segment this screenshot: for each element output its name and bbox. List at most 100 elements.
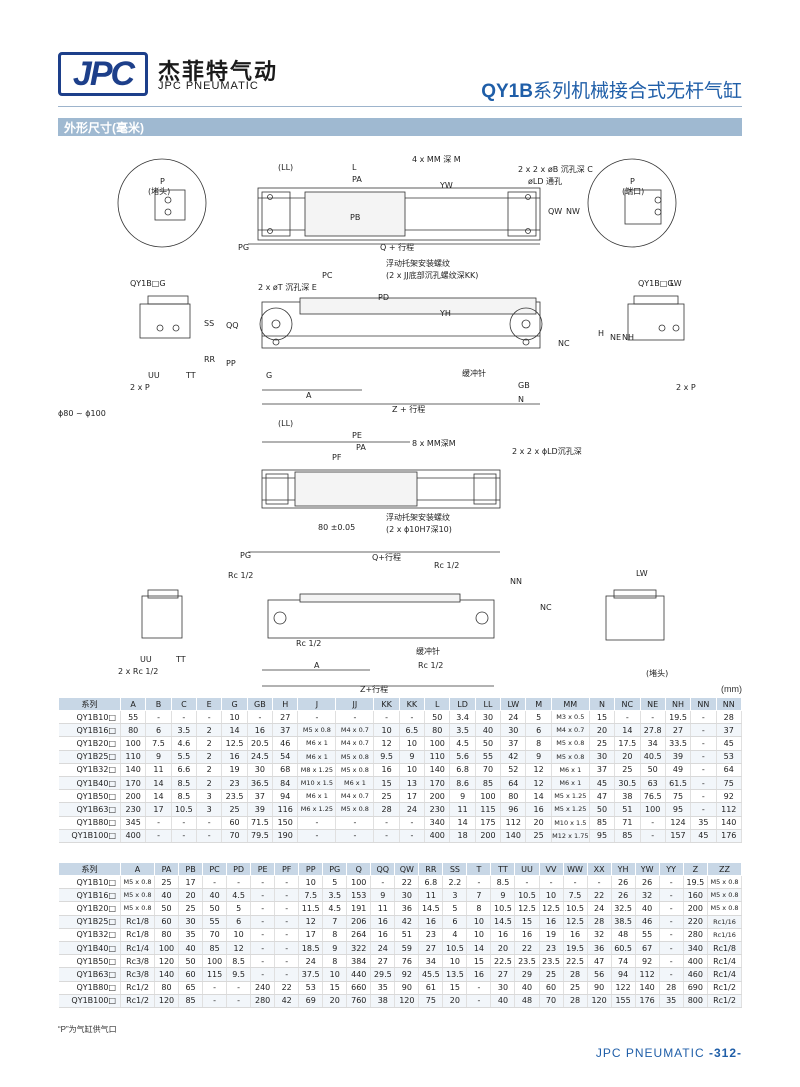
table-cell-model: QY1B80□ <box>58 816 121 830</box>
label-float-screw: 浮动托架安装螺纹 <box>386 258 450 268</box>
title-rest: 系列机械接合式无杆气缸 <box>532 81 742 102</box>
table-cell: 17 <box>145 802 172 817</box>
table-cell: 200 <box>683 901 709 916</box>
table-cell: 49 <box>665 763 692 777</box>
label-yh: YH <box>439 309 451 318</box>
table-cell: 20 <box>525 816 552 830</box>
table-cell: Rc1/8 <box>120 915 155 929</box>
table-cell: 230 <box>120 802 147 817</box>
table-cell: 30 <box>490 981 516 995</box>
table-cell: 280 <box>250 994 276 1008</box>
table-cell: 28 <box>716 710 743 725</box>
table-cell: 4 <box>442 928 468 942</box>
table-cell: M5 x 0.8 <box>335 750 375 764</box>
label-uu-large: UU <box>140 655 152 664</box>
table-cell: Rc1/2 <box>707 981 742 995</box>
table-cell: 42 <box>500 750 527 764</box>
column-header: PA <box>153 862 180 876</box>
column-header: NN <box>690 697 717 711</box>
table-cell: 14 <box>525 789 552 804</box>
table-cell: 9 <box>490 888 516 903</box>
label-nh: NH <box>622 333 634 342</box>
table-cell: 50 <box>178 954 204 969</box>
table-cell: 16 <box>490 928 516 942</box>
table-cell: 8.5 <box>490 875 516 890</box>
table-cell: - <box>171 829 198 843</box>
table-cell: - <box>297 829 337 843</box>
table-cell: 170 <box>120 776 147 791</box>
table-cell: 7.5 <box>563 888 588 903</box>
table-cell: 100 <box>475 789 502 804</box>
column-header: KK <box>373 697 400 711</box>
table-cell: 30 <box>394 888 420 903</box>
table-cell: - <box>640 816 666 830</box>
technical-drawing: (LL) L PA 4 x MM 深 M YW PB QW NW 2 x 2 x… <box>58 155 696 694</box>
table-cell: 11 <box>449 802 476 817</box>
table-cell: 760 <box>346 994 372 1008</box>
table-cell: 28 <box>373 802 400 817</box>
table-cell: 14.5 <box>418 901 444 916</box>
table-cell: - <box>659 901 684 916</box>
table-cell: - <box>690 776 717 791</box>
table-cell: 16 <box>247 723 274 738</box>
table-cell: 15 <box>442 981 468 995</box>
table-cell: 345 <box>120 816 147 830</box>
table-cell: 55 <box>475 750 502 764</box>
table-cell: 200 <box>424 789 451 804</box>
table-cell-model: QY1B40□ <box>58 776 121 791</box>
column-header: LW <box>500 697 527 711</box>
table-cell: 92 <box>635 954 660 969</box>
table-cell: 190 <box>272 829 299 843</box>
label-nc-large: NC <box>540 603 552 612</box>
table-cell: - <box>171 710 198 725</box>
column-header: UU <box>514 862 540 876</box>
column-header: YY <box>658 862 684 876</box>
table-cell: 25 <box>373 789 400 804</box>
table-cell: 200 <box>120 789 147 804</box>
table-cell: 28 <box>587 915 612 929</box>
label-qq: QQ <box>226 321 239 330</box>
table-cell: M5 x 0.8 <box>707 888 742 903</box>
table-cell: 10 <box>539 888 564 903</box>
table-cell: 17 <box>178 875 204 890</box>
table-cell: 10 <box>322 967 348 982</box>
table-cell: 20 <box>178 888 204 903</box>
table-cell-model: QY1B40□ <box>58 941 121 956</box>
table-cell: 53 <box>716 750 743 764</box>
table-cell: 120 <box>394 994 420 1008</box>
table-cell: - <box>226 981 252 995</box>
table-cell: 4.6 <box>171 736 198 751</box>
table-cell: 19 <box>539 928 564 942</box>
table-cell: 12 <box>373 736 400 751</box>
table-cell: - <box>250 915 276 929</box>
table-cell: 37 <box>589 763 616 777</box>
label-jj-screw: (2 x JJ底部沉孔螺纹深KK) <box>386 270 478 280</box>
table-cell: 70 <box>539 994 564 1008</box>
table-cell: 690 <box>683 981 709 995</box>
table-cell: 10 <box>466 915 492 929</box>
table-cell: 15 <box>322 981 348 995</box>
column-header: YH <box>610 862 636 876</box>
table-cell: 40 <box>475 723 502 738</box>
table-cell: - <box>202 994 228 1008</box>
table-cell: - <box>274 928 300 942</box>
label-h7: (2 x ϕ10H7深10) <box>386 525 452 534</box>
table-cell: 14.5 <box>490 915 516 929</box>
table-cell: 153 <box>346 888 372 903</box>
table-cell: 74 <box>611 954 636 969</box>
table-cell-model: QY1B20□ <box>58 736 121 751</box>
table-cell: 80 <box>424 723 451 738</box>
column-header: VV <box>538 862 564 876</box>
table-cell: 2.2 <box>442 875 468 890</box>
table-cell: 55 <box>635 928 660 942</box>
table-cell: 38 <box>370 994 396 1008</box>
table-cell: M4 x 0.7 <box>335 789 375 804</box>
table-cell-model: QY1B63□ <box>58 967 121 982</box>
table-cell: 14 <box>449 816 476 830</box>
table-cell: 24 <box>399 802 426 817</box>
table-cell: 2 <box>196 776 223 791</box>
table-cell: 440 <box>346 967 372 982</box>
column-header: C <box>170 697 198 711</box>
